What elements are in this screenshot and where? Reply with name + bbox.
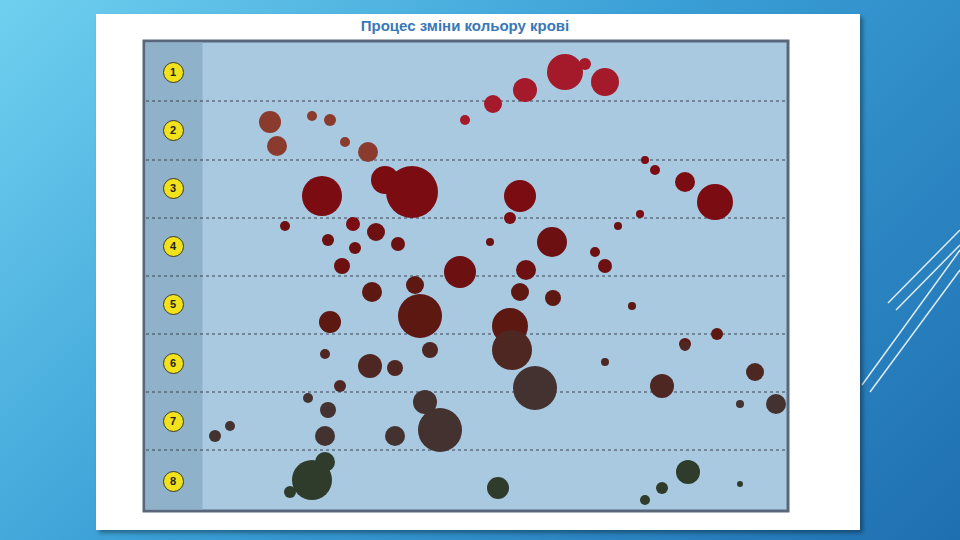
- row-number-circle: 1: [163, 62, 184, 83]
- row-number: 6: [170, 358, 176, 369]
- row-number-circle: 5: [163, 294, 184, 315]
- row-number: 3: [170, 183, 176, 194]
- row-number: 4: [170, 241, 176, 252]
- row-number-circle: 4: [163, 236, 184, 257]
- slide-title: Процес зміни кольору крові: [200, 17, 730, 34]
- row-number: 2: [170, 125, 176, 136]
- row-number-circle: 3: [163, 178, 184, 199]
- row-number-circle: 7: [163, 411, 184, 432]
- row-number: 1: [170, 67, 176, 78]
- row-number-circle: 6: [163, 353, 184, 374]
- row-number: 8: [170, 476, 176, 487]
- row-number-circle: 8: [163, 471, 184, 492]
- row-number: 7: [170, 416, 176, 427]
- row-number-circle: 2: [163, 120, 184, 141]
- row-number: 5: [170, 299, 176, 310]
